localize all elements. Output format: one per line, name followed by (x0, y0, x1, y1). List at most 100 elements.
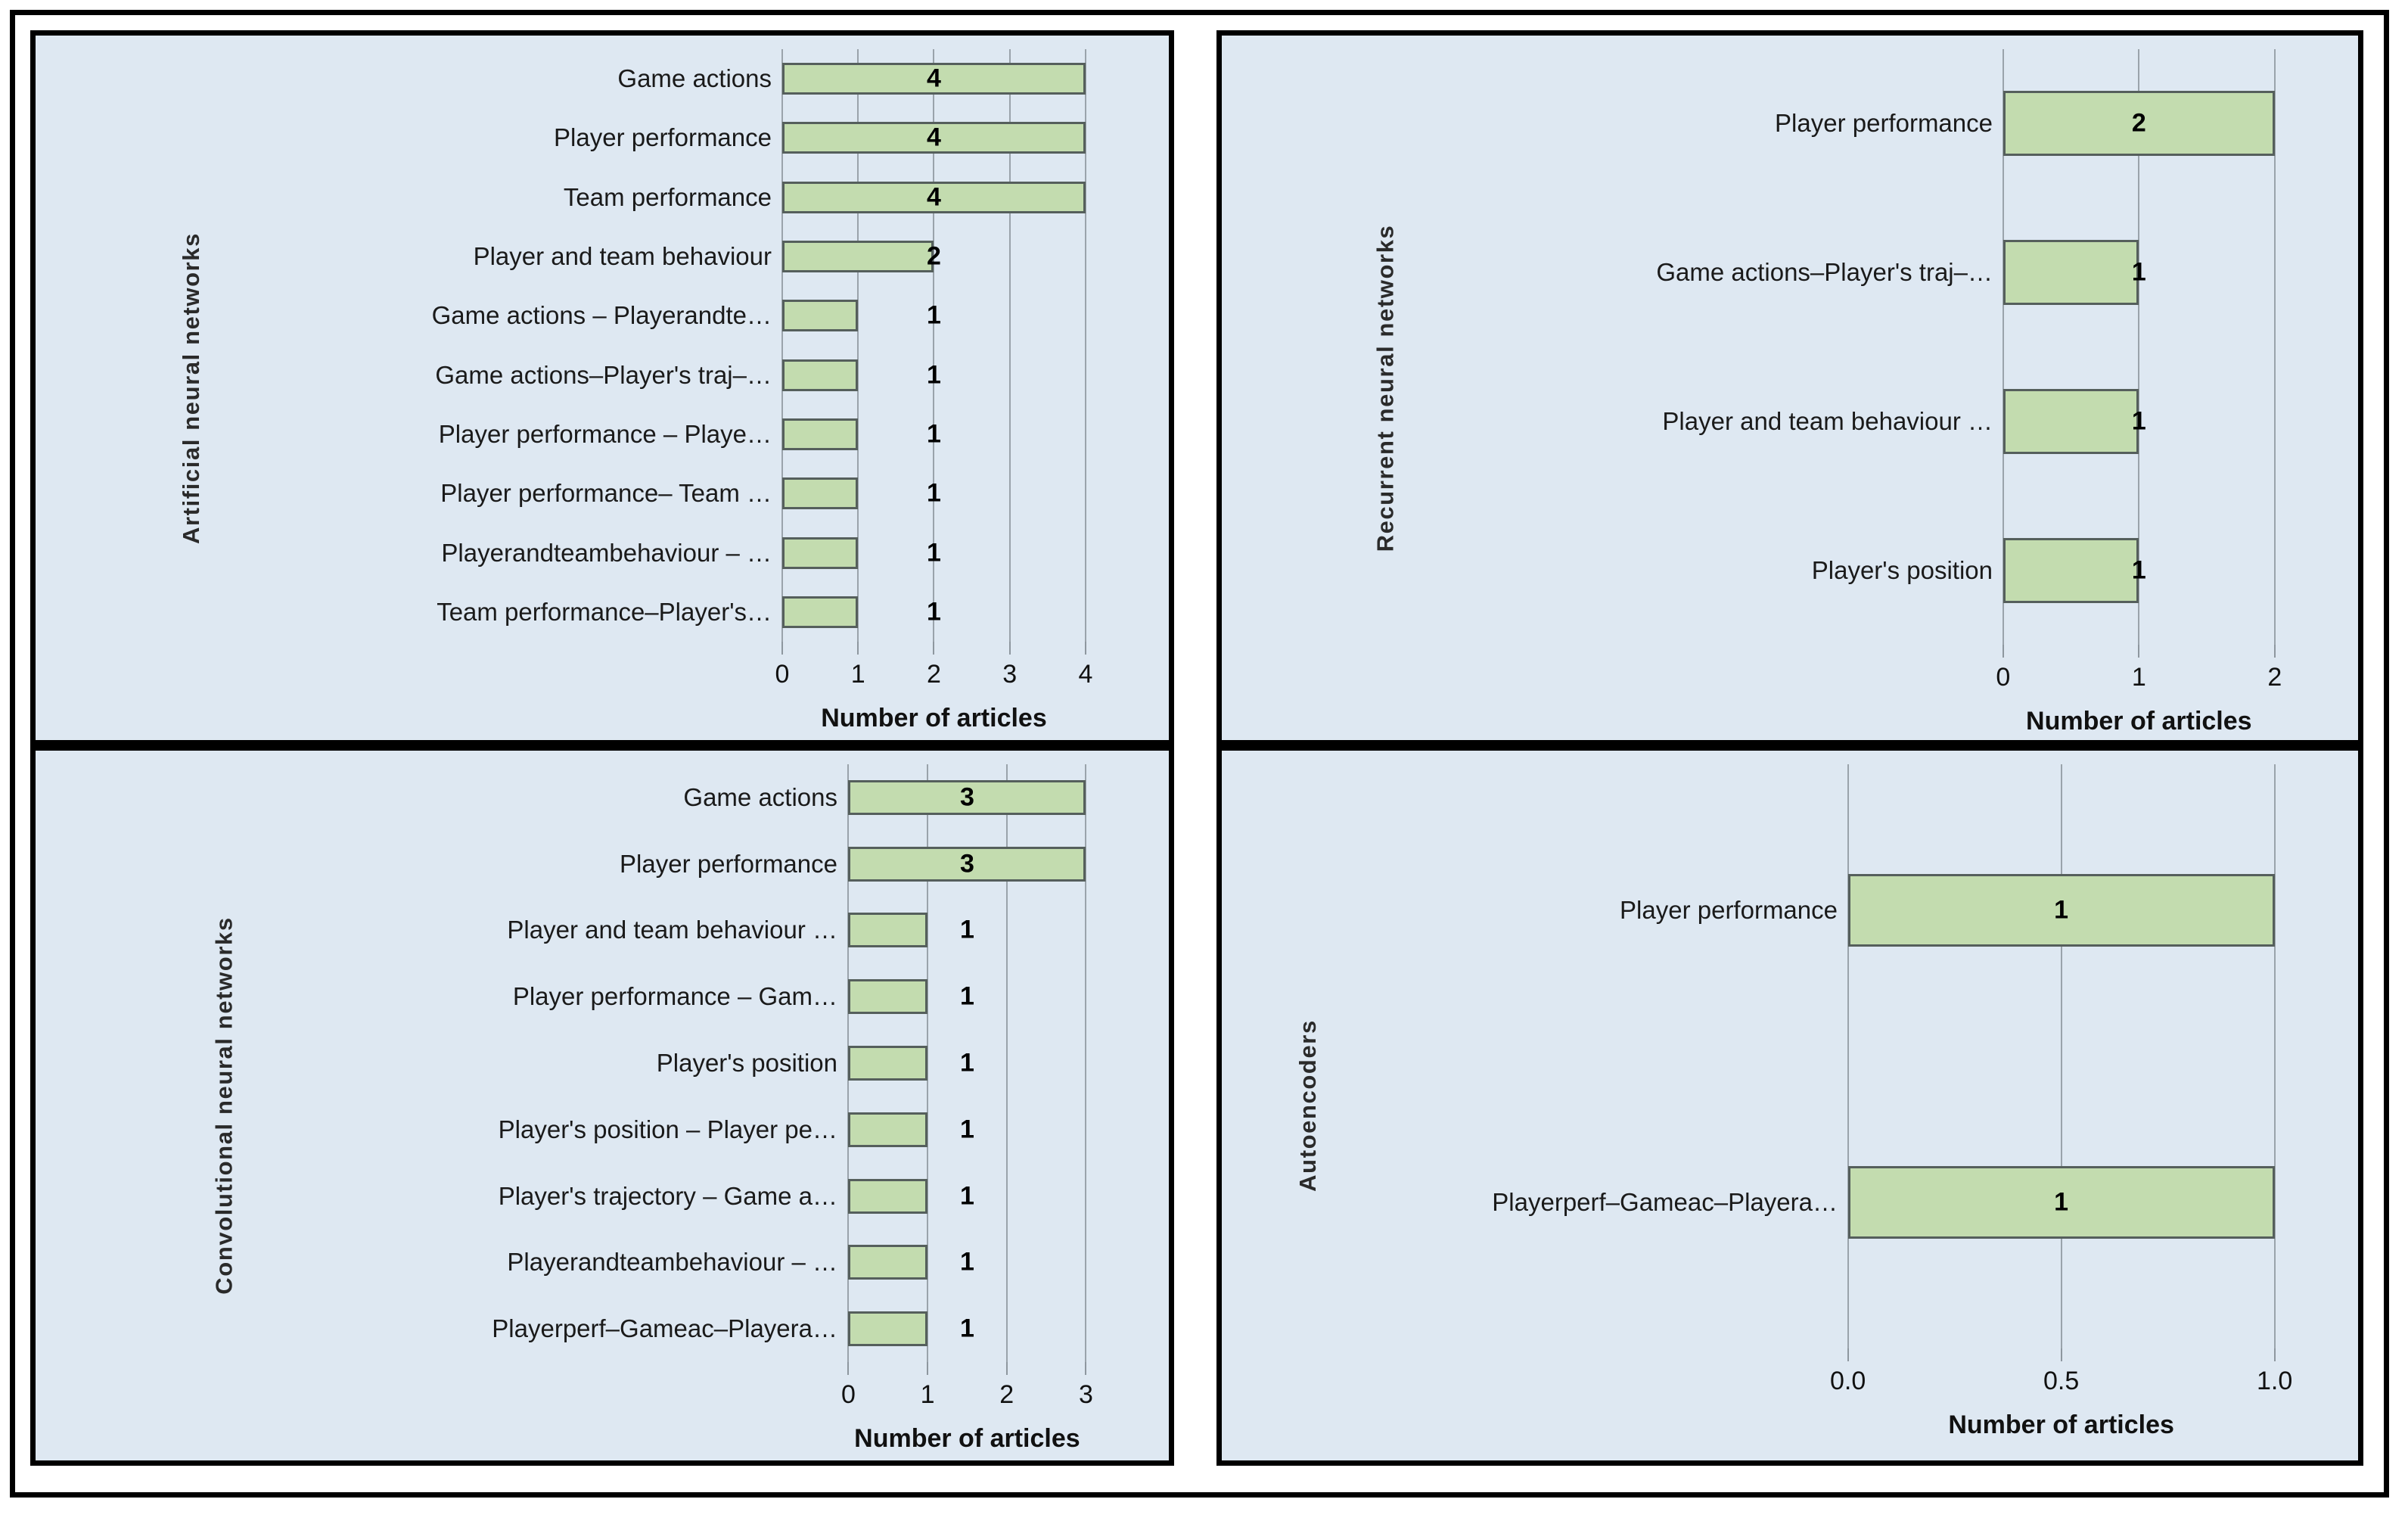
category-label: Playerperf–Gameac–Playera… (492, 1314, 837, 1343)
panel-title-label: Autoencoders (1294, 1019, 1321, 1192)
bar (781, 122, 1086, 154)
gridline (1085, 764, 1087, 1362)
x-tick-mark (1085, 1362, 1087, 1375)
bar-value-label: 1 (927, 597, 941, 627)
bar-value-label: 2 (927, 241, 941, 271)
category-label: Player's position (1811, 555, 1993, 584)
category-label: Player performance (1775, 109, 1993, 138)
bar (848, 1046, 928, 1081)
category-label: Team performance (563, 182, 772, 211)
panel-title-autoencoders: Autoencoders (1222, 751, 1394, 1460)
x-tick-label: 0.5 (2043, 1367, 2080, 1395)
x-tick-label: 2 (999, 1380, 1014, 1409)
gridline (1084, 49, 1086, 642)
x-tick-mark (933, 642, 935, 655)
x-tick-label: 0.0 (1829, 1367, 1866, 1395)
gridline (857, 49, 859, 642)
x-tick-mark (2273, 1348, 2276, 1361)
bar-value-label: 1 (927, 419, 941, 449)
gridline (1847, 764, 1849, 1348)
category-label: Player performance (620, 849, 837, 878)
bar-value-label: 1 (2131, 257, 2146, 287)
category-label: Player and team behaviour … (1662, 406, 1993, 435)
category-label: Team performance–Player's… (437, 597, 772, 626)
bar (848, 1311, 928, 1347)
gridline (2273, 764, 2276, 1348)
bar-value-label: 1 (959, 915, 974, 944)
bar-value-label: 1 (2054, 895, 2069, 925)
x-tick-mark (2273, 645, 2276, 658)
category-label: Player's position (656, 1049, 837, 1077)
gridline (2002, 49, 2004, 645)
gridline (1008, 49, 1011, 642)
bar-value-label: 1 (959, 1181, 974, 1211)
bar-value-label: 1 (927, 360, 941, 390)
bar (781, 241, 934, 273)
bar (848, 1112, 928, 1147)
category-label: Player performance – Gam… (512, 982, 837, 1011)
x-tick-mark (1847, 1348, 1849, 1361)
bar-value-label: 1 (959, 1314, 974, 1343)
bar (781, 181, 1086, 213)
x-tick-mark (2002, 645, 2004, 658)
category-label: Game actions–Player's traj–… (1656, 258, 1993, 287)
bar-value-label: 1 (927, 300, 941, 330)
panel-title-artificial-neural-networks: Artificial neural networks (36, 36, 347, 740)
category-label: Game actions – Playerandte… (431, 301, 772, 330)
x-tick-label: 2 (2267, 663, 2282, 692)
bar (781, 477, 859, 510)
category-label: Game actions (683, 782, 837, 811)
bar-value-label: 1 (959, 1115, 974, 1144)
bar (2003, 91, 2275, 157)
category-label: Player performance (554, 123, 772, 152)
category-label: Playerperf–Gameac–Playera… (1492, 1188, 1838, 1216)
x-tick-label: 0 (775, 660, 790, 689)
bar (1847, 874, 2275, 947)
bar (781, 418, 859, 450)
x-tick-label: 1 (2131, 663, 2146, 692)
category-label: Player performance (1620, 896, 1838, 924)
panel-title-recurrent-neural-networks: Recurrent neural networks (1222, 36, 1549, 740)
gridline (1005, 764, 1008, 1362)
gridline (927, 764, 929, 1362)
bar-value-label: 1 (2131, 555, 2146, 585)
category-label: Playerandteambehaviour – … (507, 1248, 837, 1277)
bar-value-label: 1 (2054, 1187, 2069, 1217)
category-label: Player's position – Player pe… (498, 1115, 837, 1143)
gridline (2060, 764, 2062, 1348)
category-label: Player's trajectory – Game a… (498, 1181, 837, 1210)
bar-value-label: 4 (927, 123, 941, 152)
panel-title-label: Artificial neural networks (177, 232, 204, 544)
bar (781, 63, 1086, 95)
bar-value-label: 1 (959, 981, 974, 1011)
x-tick-mark (847, 1362, 850, 1375)
bar-value-label: 4 (927, 182, 941, 212)
bar (848, 846, 1086, 882)
x-tick-label: 2 (927, 660, 941, 689)
x-tick-mark (781, 642, 783, 655)
bar-value-label: 1 (927, 478, 941, 508)
bar-value-label: 3 (959, 782, 974, 812)
bar (848, 779, 1086, 815)
bar (781, 596, 859, 628)
bar-value-label: 3 (959, 849, 974, 879)
x-tick-label: 3 (1002, 660, 1018, 689)
panel-title-convolutional-neural-networks: Convolutional neural networks (36, 751, 413, 1460)
bar (848, 979, 928, 1015)
x-tick-mark (1008, 642, 1011, 655)
x-tick-mark (927, 1362, 929, 1375)
x-tick-label: 1 (850, 660, 865, 689)
x-tick-mark (857, 642, 859, 655)
bar (2003, 240, 2139, 306)
x-tick-mark (2060, 1348, 2062, 1361)
gridline (781, 49, 783, 642)
bar-value-label: 1 (959, 1048, 974, 1078)
bar (1847, 1166, 2275, 1239)
x-tick-label: 0 (1996, 663, 2011, 692)
bar (781, 537, 859, 569)
